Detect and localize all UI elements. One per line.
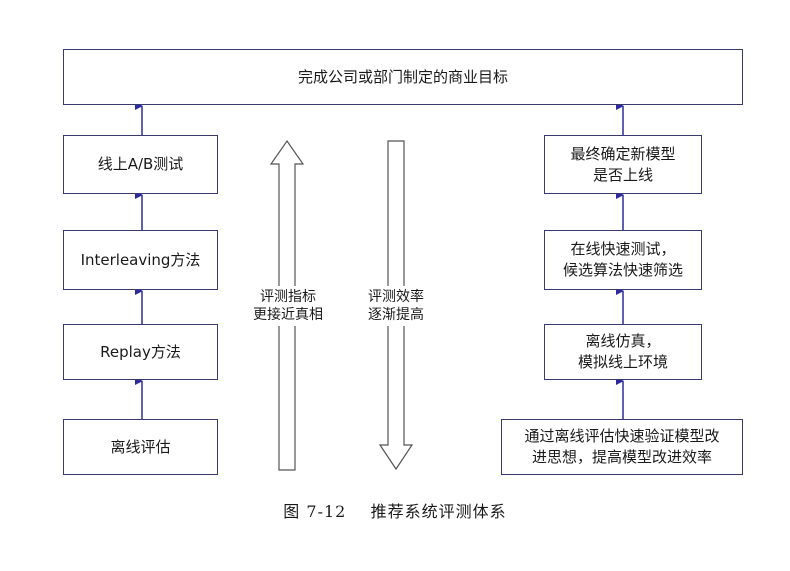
interleaving-box: Interleaving方法 [63,230,218,290]
offline-simulation-box: 离线仿真， 模拟线上环境 [544,324,702,380]
online-fast-test-box: 在线快速测试， 候选算法快速筛选 [544,230,702,290]
offline-simulation-line2: 模拟线上环境 [577,353,668,371]
offline-eval-text: 离线评估 [110,437,171,456]
up-arrow-label-line1: 评测指标 [260,289,316,305]
final-decision-line2: 是否上线 [592,165,653,184]
online-ab-test-box: 线上A/B测试 [63,135,218,194]
up-arrow-label-line2: 更接近真相 [253,307,323,323]
offline-eval-box: 离线评估 [63,419,218,475]
online-fast-test-line2: 候选算法快速筛选 [562,261,683,279]
online-fast-test-line1: 在线快速测试， [570,240,676,258]
down-arrow-label-line2: 逐渐提高 [368,307,424,323]
final-decision-line1: 最终确定新模型 [570,144,676,163]
interleaving-text: Interleaving方法 [80,250,201,269]
down-arrow-label-line1: 评测效率 [368,289,424,305]
offline-simulation-line1: 离线仿真， [585,332,661,350]
up-arrow-label: 评测指标 更接近真相 [246,286,330,326]
offline-validation-box: 通过离线评估快速验证模型改 进思想，提高模型改进效率 [501,419,743,475]
offline-validation-line2: 进思想，提高模型改进效率 [531,448,712,466]
replay-text: Replay方法 [100,342,181,361]
online-ab-test-text: 线上A/B测试 [97,155,184,173]
business-goal-box: 完成公司或部门制定的商业目标 [63,49,743,105]
offline-validation-line1: 通过离线评估快速验证模型改 [524,427,720,445]
down-arrow-label: 评测效率 逐渐提高 [360,286,432,326]
business-goal-text: 完成公司或部门制定的商业目标 [297,67,508,86]
replay-box: Replay方法 [63,324,218,380]
final-decision-box: 最终确定新模型 是否上线 [544,135,702,194]
figure-caption: 图 7-12 推荐系统评测体系 [283,502,507,521]
